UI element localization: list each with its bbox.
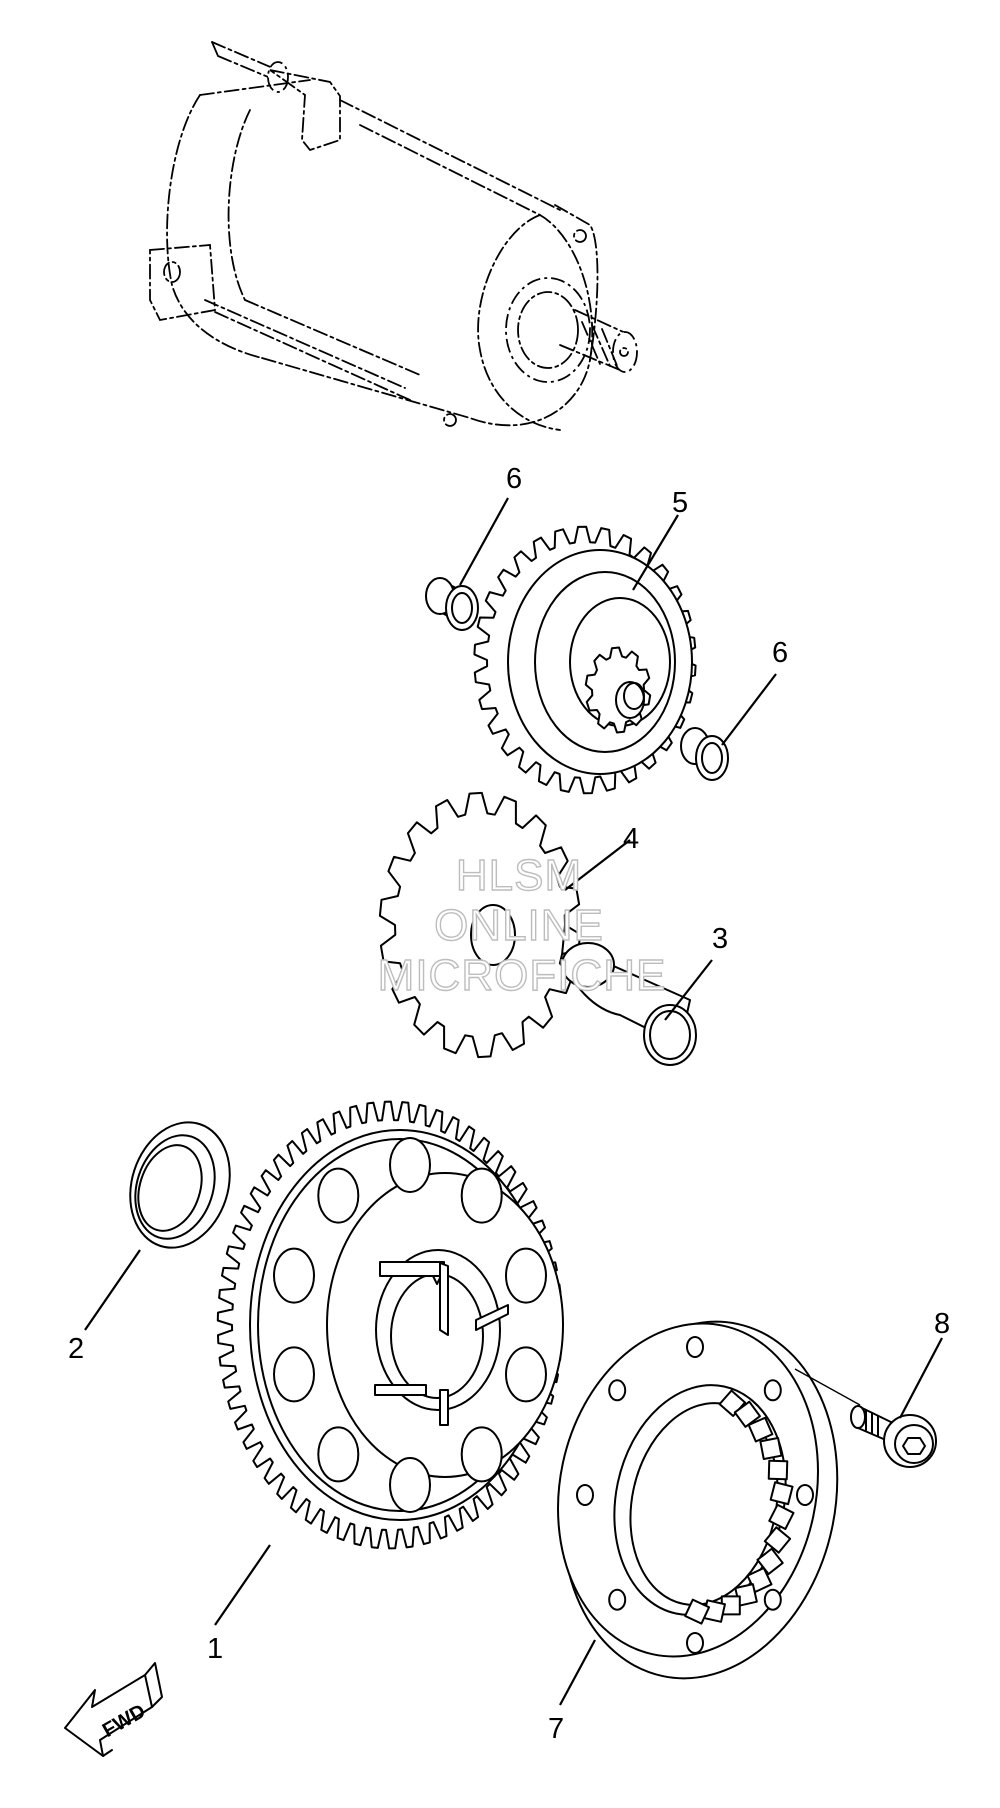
shaft-3 [561, 942, 697, 1066]
clutch-roller [763, 1526, 792, 1554]
large-gear-1 [216, 1100, 564, 1550]
gear-lightening-hole [317, 1426, 360, 1483]
gear-lightening-hole [273, 1247, 315, 1304]
gear-lightening-hole [389, 1457, 431, 1513]
idler-gear-5 [473, 525, 697, 795]
gear-lightening-hole [505, 1247, 547, 1304]
gear-lightening-hole [460, 1167, 503, 1224]
clutch-bolt-hole [608, 1588, 627, 1611]
clutch-roller [733, 1400, 761, 1428]
clutch-roller [767, 1459, 789, 1481]
clutch-bolt-hole [763, 1588, 782, 1611]
callout-5: 5 [672, 487, 688, 519]
gear-lightening-hole [460, 1426, 503, 1483]
one-way-clutch-7 [557, 1320, 839, 1680]
clutch-roller [768, 1503, 795, 1530]
clutch-bolt-hole [576, 1484, 594, 1506]
watermark-line-3: MICROFICHE [378, 951, 667, 1000]
clutch-roller [759, 1436, 783, 1461]
watermark-line-1: HLSM [456, 851, 582, 900]
clutch-bolt-hole [686, 1632, 704, 1654]
bushing-6-top [425, 577, 479, 631]
callout-6-top: 6 [506, 463, 522, 495]
gear-lightening-hole [273, 1346, 315, 1403]
bushing-6-right [680, 727, 729, 781]
callouts: 6 5 6 4 3 2 1 7 8 [68, 463, 950, 1745]
gear-lightening-hole [389, 1137, 431, 1193]
gear-4 [378, 791, 582, 1059]
starter-motor [149, 41, 638, 431]
fwd-arrow-icon: FWD [64, 1662, 163, 1757]
washer-2 [129, 1121, 231, 1249]
gear-lightening-hole [317, 1167, 360, 1224]
callout-7: 7 [548, 1713, 564, 1745]
clutch-bolt-hole [686, 1336, 704, 1358]
watermark: HLSM ONLINE MICROFICHE [377, 850, 667, 1000]
clutch-roller [684, 1598, 711, 1625]
callout-8: 8 [934, 1308, 950, 1340]
leader-lines [84, 497, 943, 1706]
callout-2: 2 [68, 1333, 84, 1365]
clutch-bolt-hole [763, 1379, 782, 1402]
clutch-roller [769, 1481, 794, 1506]
bolt-8 [850, 1405, 937, 1468]
clutch-bolt-hole [608, 1379, 627, 1402]
clutch-bolt-hole [796, 1484, 814, 1506]
callout-1: 1 [207, 1633, 223, 1665]
gear-lightening-hole [505, 1346, 547, 1403]
callout-4: 4 [623, 823, 639, 855]
watermark-line-2: ONLINE [434, 901, 604, 950]
callout-3: 3 [712, 923, 728, 955]
clutch-roller [747, 1416, 774, 1443]
callout-6-right: 6 [772, 637, 788, 669]
